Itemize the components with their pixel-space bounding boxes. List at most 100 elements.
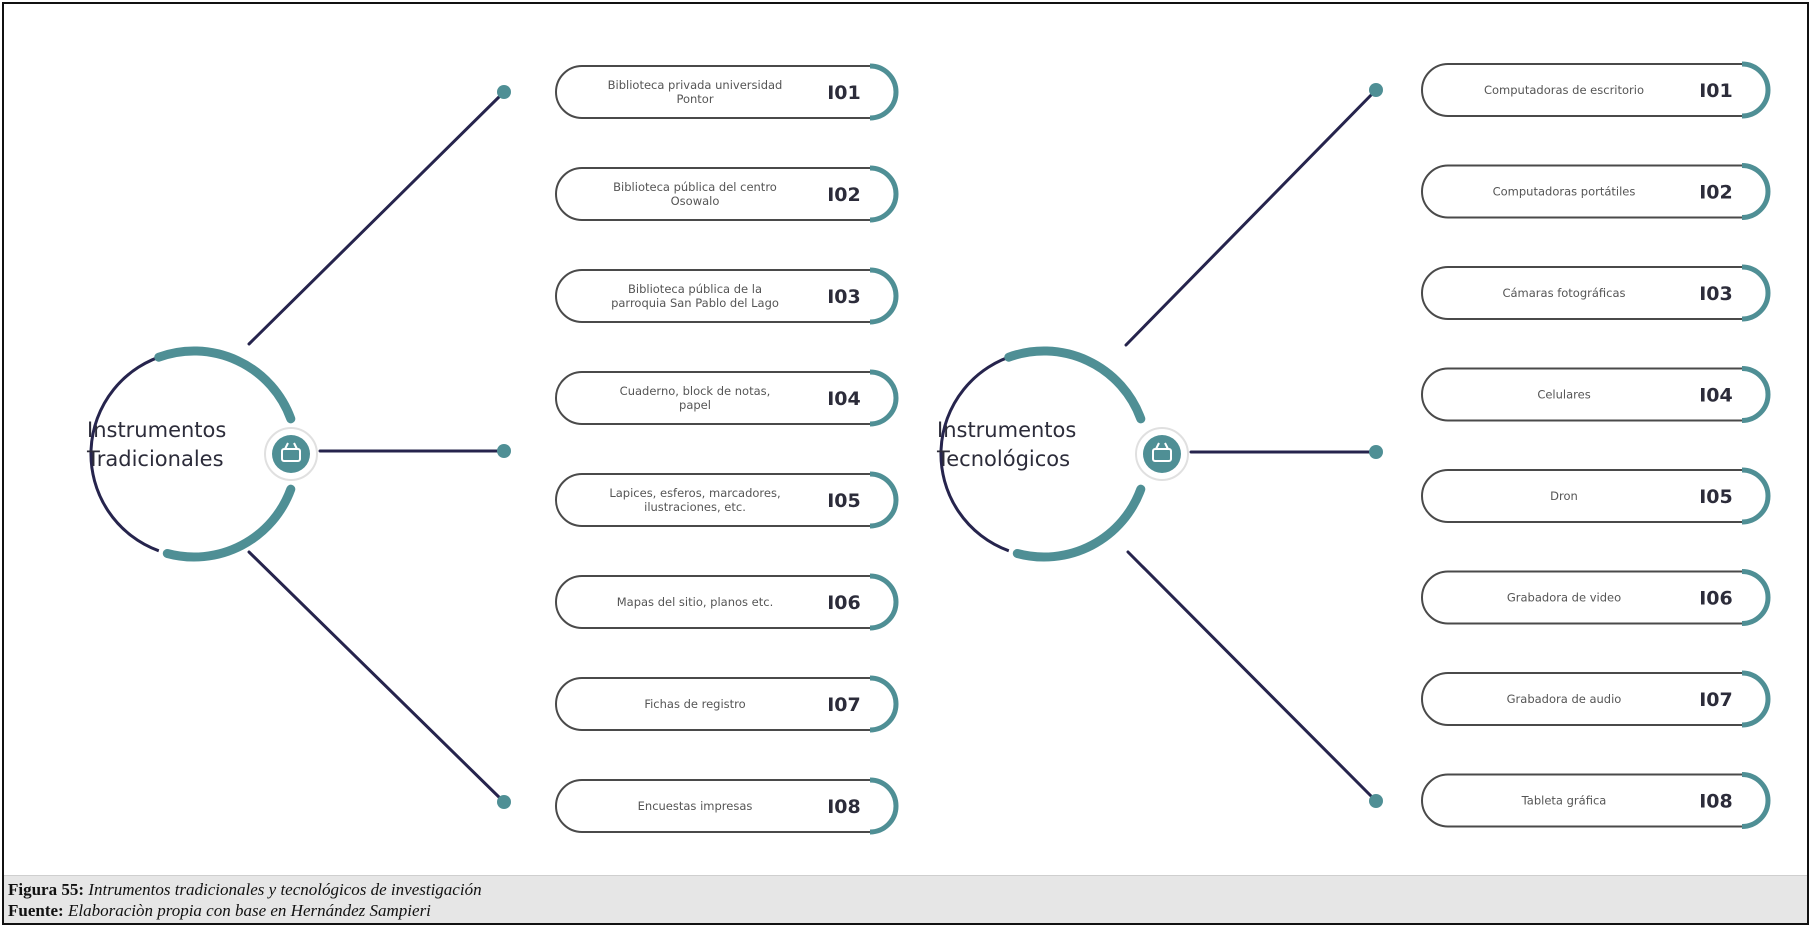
connector-line bbox=[247, 550, 506, 804]
hub-title-line: Tradicionales bbox=[86, 447, 224, 471]
connector-line bbox=[247, 90, 506, 346]
pill-code: I05 bbox=[1699, 486, 1733, 508]
pill-label: Lapices, esferos, marcadores, bbox=[609, 486, 780, 500]
pill-label: Osowalo bbox=[671, 194, 720, 208]
pill-label: Cuaderno, block de notas, bbox=[620, 384, 771, 398]
connector-dot bbox=[1369, 445, 1383, 459]
pill-accent bbox=[869, 267, 899, 325]
caption-band: Figura 55: Intrumentos tradicionales y t… bbox=[4, 875, 1807, 923]
pill-accent bbox=[1741, 163, 1771, 220]
basket-icon bbox=[281, 442, 301, 462]
basket-body bbox=[281, 448, 301, 462]
hub-title-line: Instrumentos bbox=[87, 418, 226, 442]
pill-accent bbox=[1741, 264, 1771, 322]
hub-ring-teal-bottom bbox=[1012, 484, 1146, 562]
figure-label: Figura 55: bbox=[8, 880, 85, 899]
item-pill: Cámaras fotográficas I03 bbox=[1421, 264, 1771, 322]
pill-accent bbox=[1741, 772, 1771, 829]
source-label: Fuente: bbox=[8, 901, 64, 920]
pill-accent bbox=[869, 63, 899, 121]
item-pill: Encuestas impresas I08 bbox=[555, 777, 899, 835]
pill-label: Celulares bbox=[1537, 388, 1590, 402]
item-pill: Tableta gráfica I08 bbox=[1421, 772, 1771, 829]
pill-code: I05 bbox=[827, 490, 861, 512]
pill-label: parroquia San Pablo del Lago bbox=[611, 296, 779, 310]
pill-label: Tableta gráfica bbox=[1521, 794, 1607, 808]
pill-label: Computadoras portátiles bbox=[1493, 185, 1636, 199]
basket-handle bbox=[1155, 442, 1169, 450]
pill-label: ilustraciones, etc. bbox=[644, 500, 746, 514]
pill-label: Dron bbox=[1550, 489, 1578, 503]
basket-handle bbox=[284, 442, 298, 450]
connector-dot bbox=[1369, 83, 1383, 97]
connector-dot bbox=[497, 85, 511, 99]
pill-label: Encuestas impresas bbox=[638, 799, 753, 813]
figure-caption: Figura 55: Intrumentos tradicionales y t… bbox=[8, 880, 482, 900]
pill-code: I03 bbox=[1699, 283, 1733, 305]
pill-code: I04 bbox=[1699, 385, 1733, 407]
item-pill: Dron I05 bbox=[1421, 467, 1771, 525]
connector-dot bbox=[497, 795, 511, 809]
item-pill: Computadoras portátiles I02 bbox=[1421, 163, 1771, 220]
item-pill: Celulares I04 bbox=[1421, 366, 1771, 423]
pill-label: Computadoras de escritorio bbox=[1484, 83, 1644, 97]
item-pill: Cuaderno, block de notas,papel I04 bbox=[555, 369, 899, 427]
pill-label: Biblioteca pública de la bbox=[628, 282, 762, 296]
basket-body bbox=[1152, 448, 1172, 462]
hub-title-line: Instrumentos bbox=[937, 418, 1076, 442]
pill-code: I08 bbox=[827, 796, 861, 818]
hub-ring-teal-top bbox=[154, 346, 296, 424]
connector-line bbox=[1126, 550, 1378, 803]
pill-label: Pontor bbox=[676, 92, 713, 106]
pill-accent bbox=[869, 573, 899, 631]
pill-code: I06 bbox=[1699, 588, 1733, 610]
pill-label: Cámaras fotográficas bbox=[1502, 286, 1625, 300]
connector-dot bbox=[497, 444, 511, 458]
pill-label: Fichas de registro bbox=[644, 697, 745, 711]
pill-accent bbox=[869, 165, 899, 223]
hub-badge-fill bbox=[272, 435, 310, 473]
connector-line bbox=[1124, 88, 1378, 347]
pill-code: I01 bbox=[827, 82, 861, 104]
pill-accent bbox=[869, 471, 899, 529]
pill-label: Biblioteca privada universidad bbox=[608, 78, 783, 92]
pill-code: I07 bbox=[827, 694, 861, 716]
pill-accent bbox=[1741, 61, 1771, 119]
pill-label: Grabadora de video bbox=[1507, 591, 1621, 605]
pill-label: papel bbox=[679, 398, 711, 412]
hub-ring-teal-bottom bbox=[162, 484, 296, 562]
pill-accent bbox=[1741, 670, 1771, 728]
pill-code: I03 bbox=[827, 286, 861, 308]
pill-code: I04 bbox=[827, 388, 861, 410]
item-pill: Computadoras de escritorio I01 bbox=[1421, 61, 1771, 119]
pill-label: Biblioteca pública del centro bbox=[613, 180, 777, 194]
pill-accent bbox=[1741, 366, 1771, 423]
hub-ring-navy bbox=[939, 353, 1018, 553]
source-text: Elaboraciòn propia con base en Hernández… bbox=[67, 901, 431, 920]
figure-title: Intrumentos tradicionales y tecnológicos… bbox=[88, 880, 482, 899]
pill-accent bbox=[1741, 467, 1771, 525]
item-pill: Mapas del sitio, planos etc.I06 bbox=[555, 573, 899, 631]
basket-icon bbox=[1152, 442, 1172, 462]
pill-code: I01 bbox=[1699, 80, 1733, 102]
pill-code: I08 bbox=[1699, 791, 1733, 813]
pill-code: I07 bbox=[1699, 689, 1733, 711]
pill-accent bbox=[869, 675, 899, 733]
hub-ring-teal-top bbox=[1004, 346, 1146, 424]
pill-accent bbox=[1741, 569, 1771, 626]
hub-title-line: Tecnológicos bbox=[936, 447, 1070, 471]
pill-code: I02 bbox=[1699, 182, 1733, 204]
source-caption: Fuente: Elaboraciòn propia con base en H… bbox=[8, 901, 431, 921]
pill-accent bbox=[869, 777, 899, 835]
hub-badge-fill bbox=[1143, 435, 1181, 473]
